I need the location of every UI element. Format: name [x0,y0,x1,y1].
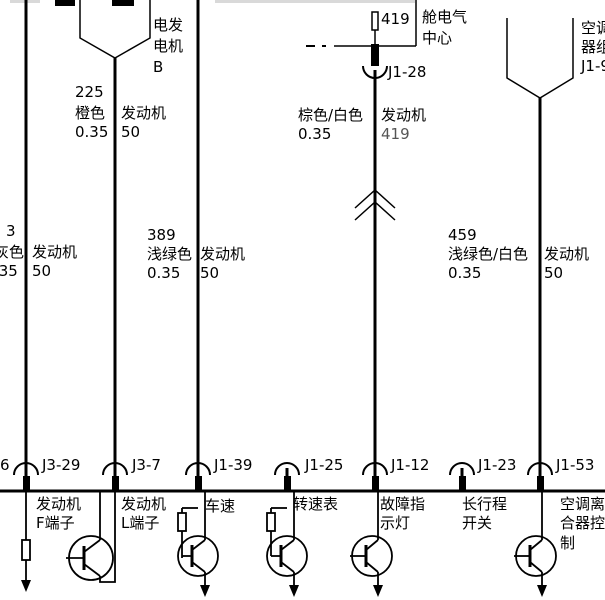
func-l-terminal-l1: 发动机 [121,495,166,513]
wire2-color: 棕色/白色 [298,106,363,124]
center-label-l2: 中心 [422,29,452,47]
connector-j1-23: J1-23 [477,456,516,474]
func-long-travel-l2: 开关 [462,514,492,532]
func-check-lamp-l1: 故障指 [380,495,425,513]
generator-label-l1: 电发 [153,16,183,34]
generator-label-l3: B [153,58,163,76]
wire4-gauge: 0.35 [147,264,180,282]
wire2-gauge: 0.35 [298,125,331,143]
header-block-1 [55,0,75,6]
ground-arrow-icon [289,585,299,597]
wire5-color: 浅绿色/白色 [448,245,528,263]
transistor-icon [266,535,308,577]
fuse-area [306,0,417,66]
internal-circuits [21,492,557,585]
wire2-harness: 发动机 [381,106,426,124]
func-l-terminal-l2: L端子 [121,514,159,532]
fuse-code: 419 [381,10,410,28]
wire4-code: 50 [200,264,219,282]
bottom-connector-cups [13,462,553,476]
wire1-color: 橙色 [75,104,105,122]
connector-j1-39: J1-39 [213,456,252,474]
wire3-circuit: 3 [6,222,16,240]
ac-label-l2: 器组 [581,38,605,56]
ac-label-l3: J1-9 [580,57,605,75]
generator-box [79,0,151,59]
func-check-lamp-l2: 示灯 [380,514,410,532]
ac-label-l1: 空调 [581,19,605,37]
func-ac-clutch-l2: 合器控 [560,514,605,532]
connector-j1-25: J1-25 [304,456,343,474]
ground-arrow-icon [537,585,547,597]
wire4-circuit: 389 [147,226,176,244]
wire3-gauge: .35 [0,262,18,280]
connector-j1-53: J1-53 [555,456,594,474]
wire5-code: 50 [544,264,563,282]
ground-arrow-icon [21,580,31,592]
inline-connector-chevrons [354,188,396,221]
wire4-color: 浅绿色 [147,245,192,263]
header-bar-mid [215,0,415,3]
ground-arrows [21,580,547,597]
wire3-harness: 发动机 [32,243,77,261]
wire5-gauge: 0.35 [448,264,481,282]
connector-top-label: J1-28 [387,63,426,81]
center-label-l1: 舱电气 [422,8,467,26]
ac-box [506,18,574,99]
vertical-wires [24,0,542,488]
connector-top-symbol [362,65,388,79]
func-long-travel-l1: 长行程 [462,495,507,513]
connector-j3-7: J3-7 [131,456,161,474]
wire2-code: 419 [381,125,410,143]
wire1-gauge: 0.35 [75,123,108,141]
header-block-2 [112,0,134,6]
wire1-harness: 发动机 [121,104,166,122]
func-ac-clutch-l3: 制 [560,534,575,552]
wire3-color: 灰色 [0,243,24,261]
wire1-circuit: 225 [75,83,104,101]
func-tachometer: 转速表 [293,495,338,513]
generator-label-l2: 电机 [153,37,183,55]
func-f-terminal-l2: F端子 [36,514,75,532]
wire5-circuit: 459 [448,226,477,244]
connector-0: 6 [0,456,10,474]
ground-arrow-icon [200,585,210,597]
wire1-code: 50 [121,123,140,141]
bottom-pins [23,476,544,492]
func-ac-clutch-l1: 空调离 [560,495,605,513]
transistor-icon [177,535,219,577]
func-vehicle-speed: 车速 [205,497,235,515]
func-f-terminal-l1: 发动机 [36,495,81,513]
top-strip [0,0,605,14]
wire5-harness: 发动机 [544,245,589,263]
connector-j1-12: J1-12 [390,456,429,474]
wire3-code: 50 [32,262,51,280]
ground-arrow-icon [373,585,383,597]
connector-j3-29: J3-29 [41,456,80,474]
wire4-harness: 发动机 [200,245,245,263]
